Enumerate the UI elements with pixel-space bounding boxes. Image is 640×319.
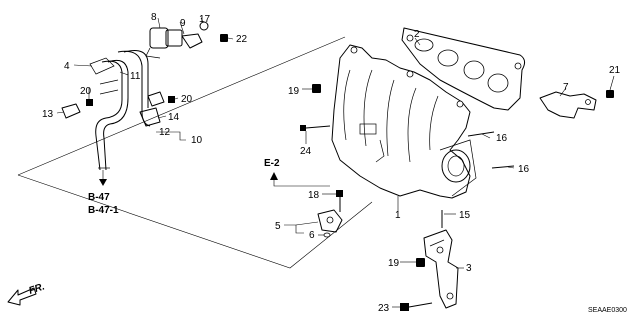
callout-16b: 16: [518, 164, 530, 175]
harness-stay: [539, 91, 597, 119]
front-arrow-label: FR.: [28, 281, 47, 296]
map-sensor: [317, 209, 343, 233]
callout-4: 4: [64, 61, 70, 72]
callout-6: 6: [309, 230, 315, 241]
callout-18: 18: [308, 190, 320, 201]
callout-7: 7: [563, 82, 569, 93]
stud-bolt-16-upper: [467, 131, 495, 137]
bolt-18: [336, 190, 343, 212]
reference-b47-label[interactable]: B-47: [88, 192, 110, 203]
callout-10: 10: [191, 135, 203, 146]
callout-12: 12: [159, 127, 171, 138]
callout-21: 21: [609, 65, 621, 76]
callout-9: 9: [180, 18, 186, 29]
reference-e2-label[interactable]: E-2: [264, 158, 280, 169]
hose-holder-left: [61, 103, 81, 119]
vacuum-hose-set: [89, 50, 151, 171]
callout-23: 23: [378, 303, 390, 314]
bolt-22: [220, 34, 228, 42]
callout-8: 8: [151, 12, 157, 23]
callout-3: 3: [466, 263, 472, 274]
b47-reference[interactable]: B-47 B-47-1: [88, 179, 119, 216]
callout-24: 24: [300, 146, 312, 157]
valve-stay: [181, 33, 203, 49]
e2-reference[interactable]: E-2: [264, 158, 280, 180]
leader-lines: [56, 17, 615, 308]
nut-19-upper: [312, 84, 321, 93]
clamp-17: [199, 21, 209, 31]
callout-22: 22: [236, 34, 248, 45]
callout-2: 2: [414, 29, 420, 40]
callout-19a: 19: [288, 86, 300, 97]
callout-15: 15: [459, 210, 471, 221]
intake-manifold: [331, 44, 477, 199]
callout-19b: 19: [388, 258, 400, 269]
callout-20a: 20: [80, 86, 92, 97]
hose-holder-center: [139, 91, 165, 127]
bolt-23: [400, 302, 433, 311]
manifold-bracket: [423, 229, 459, 309]
callout-13: 13: [42, 109, 54, 120]
callout-1: 1: [395, 210, 401, 221]
callout-14: 14: [168, 112, 180, 123]
front-direction-arrow: FR.: [7, 281, 47, 306]
callout-20b: 20: [181, 94, 193, 105]
section-boundary-line: [17, 36, 346, 176]
intake-gasket: [401, 27, 526, 111]
bolt-20-left: [86, 99, 93, 106]
callout-17: 17: [199, 14, 211, 25]
e2-bracket-line: [273, 175, 330, 187]
bolt-21: [606, 90, 614, 98]
stud-bolt-16-lower: [491, 165, 515, 169]
diagram-code: SEAAE0300: [588, 307, 627, 314]
nut-19-lower: [416, 258, 425, 267]
bolt-24: [300, 125, 331, 131]
reference-b47-1-label[interactable]: B-47-1: [88, 205, 119, 216]
bolt-20-right: [168, 96, 175, 103]
callout-16a: 16: [496, 133, 508, 144]
section-boundary-line-lower: [17, 174, 373, 269]
callout-5: 5: [275, 221, 281, 232]
purge-control-solenoid: [145, 27, 183, 59]
callout-11: 11: [130, 71, 141, 82]
o-ring-6: [323, 232, 331, 238]
